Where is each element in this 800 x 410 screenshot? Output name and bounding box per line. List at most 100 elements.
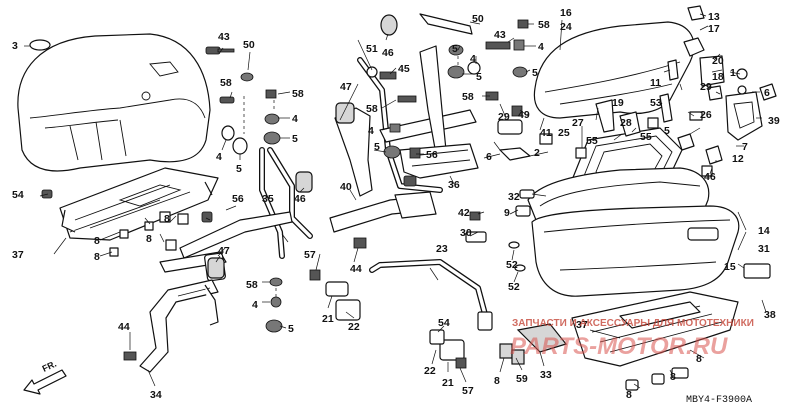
part-label: 46: [704, 171, 716, 183]
part-label: 45: [398, 63, 410, 75]
grab-rail: [369, 259, 493, 331]
part-label: 35: [262, 193, 274, 205]
part-label: 20: [712, 55, 724, 67]
part-label: 14: [758, 225, 770, 237]
part-label: 4: [538, 41, 544, 53]
part-label: 18: [712, 71, 724, 83]
part-label: 5: [292, 133, 298, 145]
part-label: 34: [150, 389, 162, 401]
part-labels: 3 54 37 43 50 58 58 4 5 4 5 46 56 35 47 …: [12, 7, 780, 401]
part-label: 39: [768, 115, 780, 127]
part-label: 29: [498, 111, 510, 123]
part-label: 42: [458, 207, 470, 219]
left-lower-bracket: [139, 279, 219, 373]
right-saddlebag-base: [571, 291, 739, 367]
part-label: 52: [508, 281, 520, 293]
part-label: 58: [366, 103, 378, 115]
direction-label: FR.: [41, 359, 58, 374]
part-label: 5: [664, 125, 670, 137]
part-label: 4: [216, 151, 222, 163]
part-label: 5: [288, 323, 294, 335]
part-label: 3: [12, 40, 18, 52]
part-label: 43: [218, 31, 230, 43]
part-label: 8: [146, 233, 152, 245]
part-label: 27: [572, 117, 584, 129]
part-label: 19: [612, 97, 624, 109]
part-label: 46: [382, 47, 394, 59]
part-label: 28: [620, 117, 632, 129]
leader-lines: [24, 13, 767, 389]
part-label: 41: [540, 127, 552, 139]
part-label: 54: [12, 189, 24, 201]
part-label: 8: [626, 389, 632, 401]
watermark-tagline: ЗАПЧАСТИ И АКСЕССУАРЫ ДЛЯ МОТОТЕХНИКИ: [512, 318, 754, 329]
part-label: 5: [452, 43, 458, 55]
part-label: 25: [558, 127, 570, 139]
part-label: 21: [442, 377, 454, 389]
part-label: 37: [576, 319, 588, 331]
part-label: 6: [764, 87, 770, 99]
part-label: 46: [294, 193, 306, 205]
part-label: 31: [758, 243, 770, 255]
left-saddlebag-lid: [17, 33, 211, 172]
part-label: 59: [516, 373, 528, 385]
part-label: 54: [438, 317, 450, 329]
part-label: 5: [476, 71, 482, 83]
right-hinge-parts: [595, 5, 777, 165]
part-label: 50: [472, 13, 484, 25]
part-label: 2: [534, 147, 540, 159]
part-label: 4: [252, 299, 258, 311]
part-label: 4: [470, 53, 476, 65]
part-label: 23: [436, 243, 448, 255]
part-label: 32: [508, 191, 520, 203]
part-label: 52: [506, 259, 518, 271]
part-label: 58: [462, 91, 474, 103]
part-label: 50: [243, 39, 255, 51]
part-label: 51: [366, 43, 378, 55]
part-label: 38: [764, 309, 776, 321]
part-label: 56: [426, 149, 438, 161]
part-label: 9: [504, 207, 510, 219]
part-label: 58: [246, 279, 258, 291]
part-label: 5: [236, 163, 242, 175]
part-label: 47: [218, 245, 230, 257]
part-label: 22: [424, 365, 436, 377]
part-label: 17: [708, 23, 720, 35]
part-label: 6: [486, 151, 492, 163]
part-label: 4: [368, 125, 374, 137]
part-label: 15: [724, 261, 736, 273]
part-label: 16: [560, 7, 572, 19]
watermark-brand: PARTS-MOTOR.RU: [510, 333, 728, 360]
watermark: ЗАПЧАСТИ И АКСЕССУАРЫ ДЛЯ МОТОТЕХНИКИ PA…: [510, 318, 754, 360]
part-label: 1: [730, 67, 736, 79]
right-saddlebag-shell: [531, 205, 740, 297]
part-label: 13: [708, 11, 720, 23]
part-label: 5: [532, 67, 538, 79]
part-label: 24: [560, 21, 572, 33]
part-label: 44: [118, 321, 130, 333]
fasteners: [29, 13, 771, 391]
diagram-code: MBY4-F3900A: [686, 395, 752, 406]
part-label: 57: [304, 249, 316, 261]
part-label: 5: [374, 141, 380, 153]
part-label: 40: [340, 181, 352, 193]
part-label: 58: [538, 19, 550, 31]
part-label: 8: [94, 235, 100, 247]
part-label: 53: [650, 97, 662, 109]
left-saddlebag-base: [59, 167, 219, 241]
part-label: 37: [12, 249, 24, 261]
part-label: 8: [696, 353, 702, 365]
part-label: 55: [586, 135, 598, 147]
part-label: 36: [448, 179, 460, 191]
part-label: 55: [640, 131, 652, 143]
part-label: 58: [220, 77, 232, 89]
part-label: 12: [732, 153, 744, 165]
part-label: 44: [350, 263, 362, 275]
part-label: 8: [670, 371, 676, 383]
part-label: 30: [460, 227, 472, 239]
part-label: 4: [292, 113, 298, 125]
part-label: 43: [494, 29, 506, 41]
part-label: 7: [742, 141, 748, 153]
part-label: 47: [340, 81, 352, 93]
